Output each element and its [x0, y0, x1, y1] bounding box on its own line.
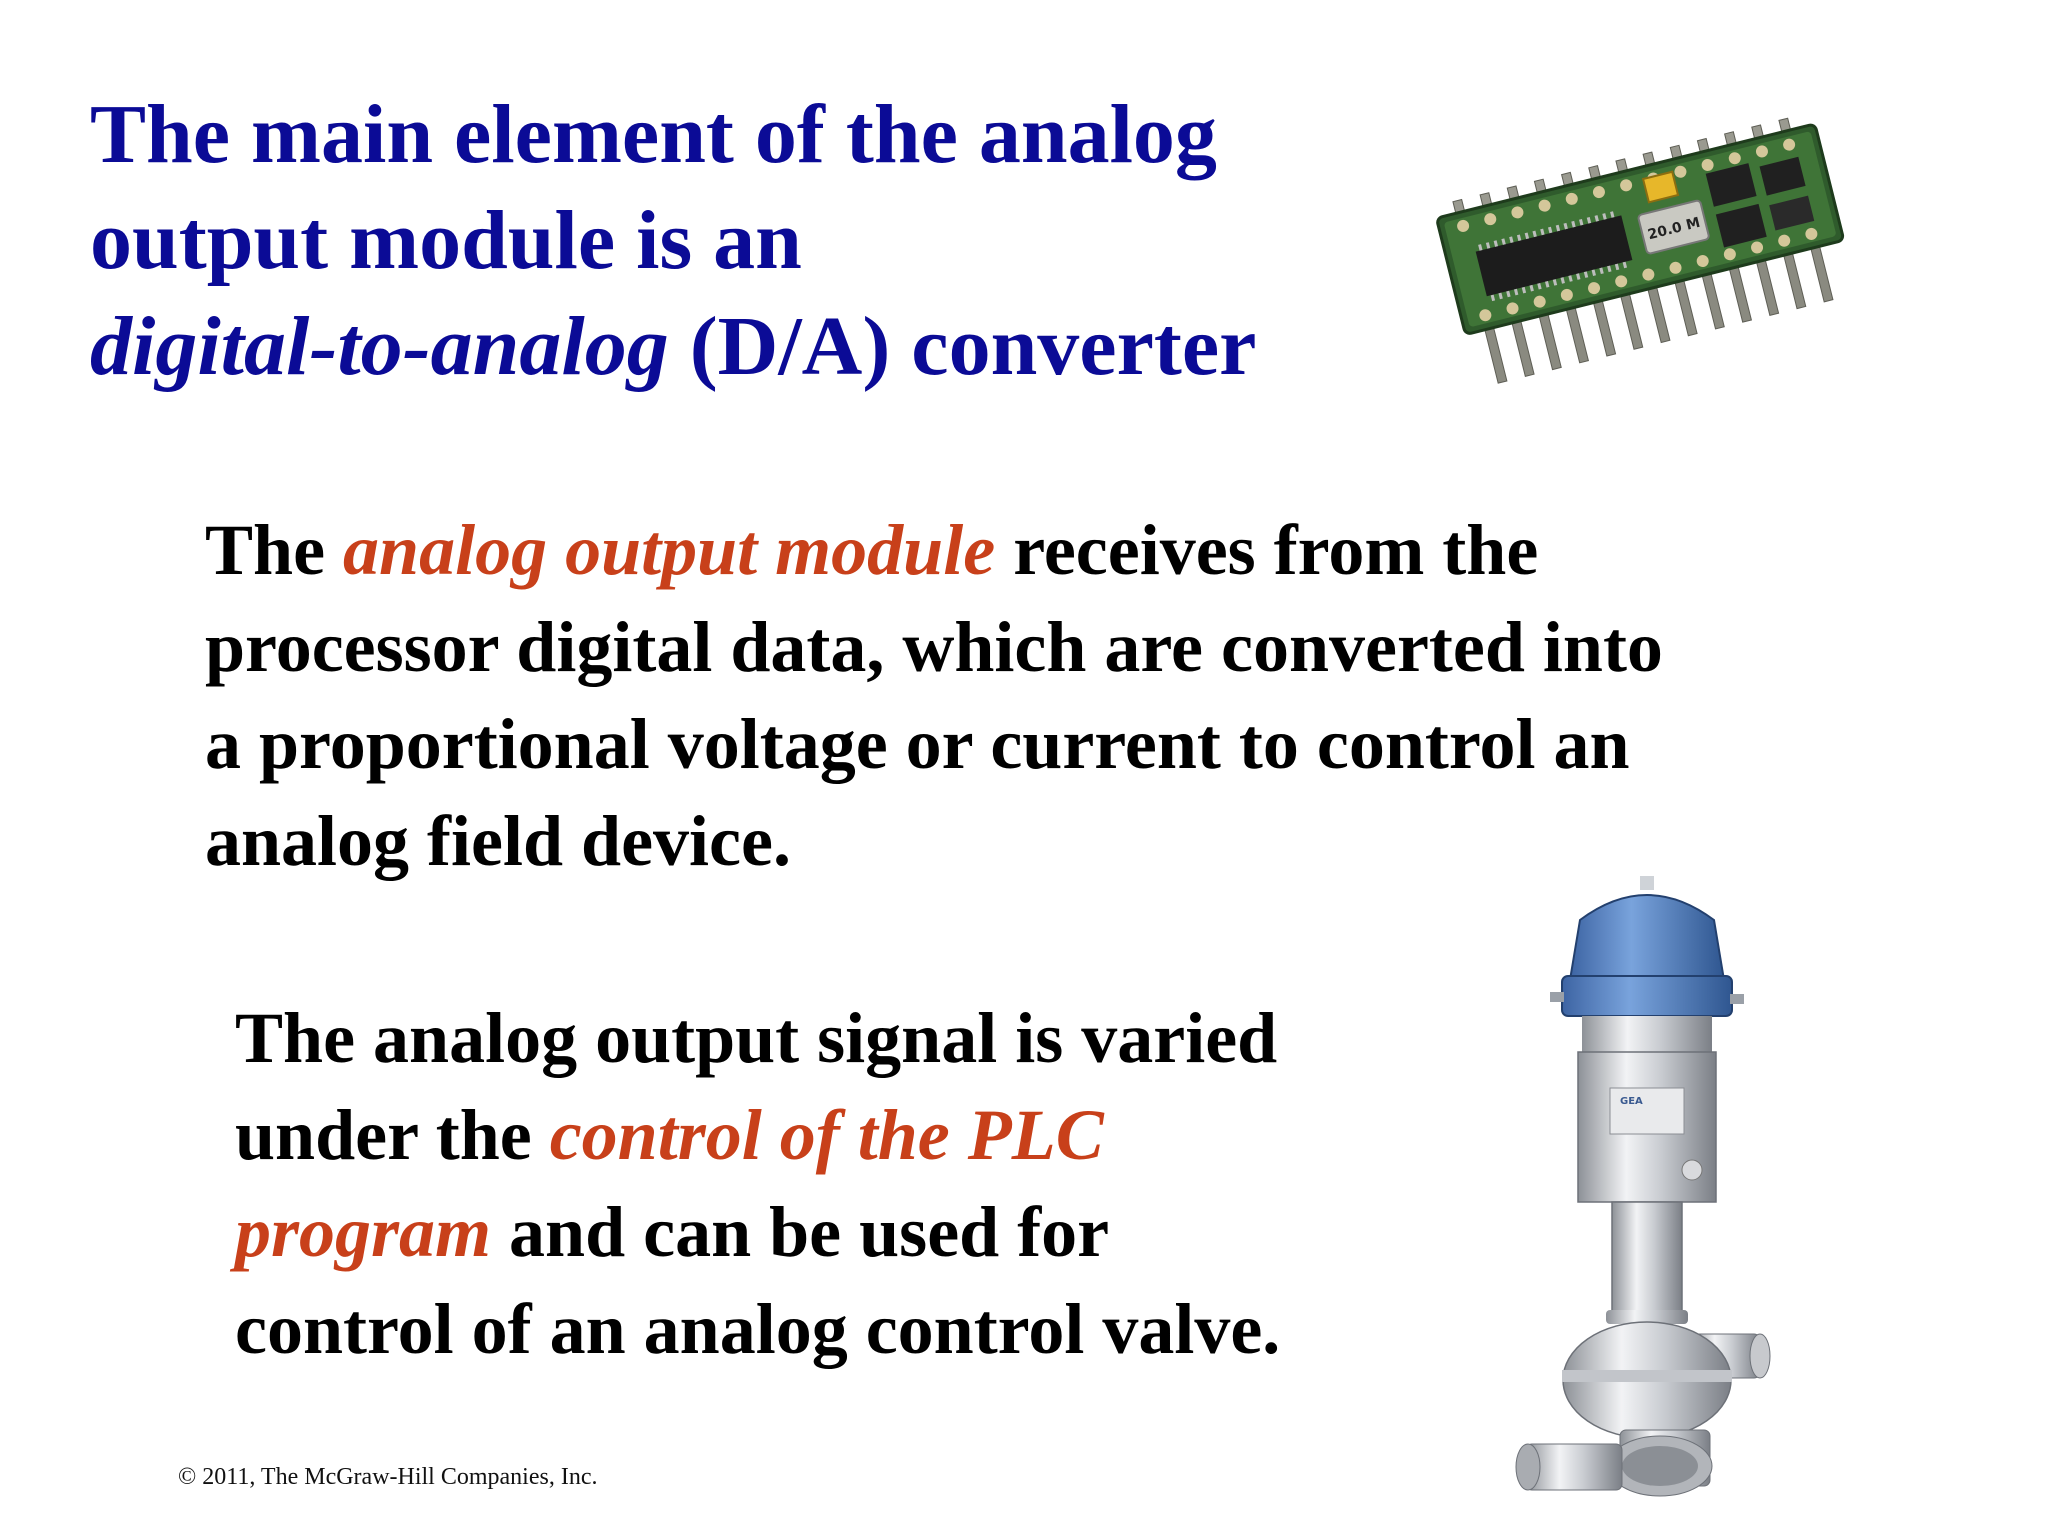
paragraph2-line-2: under the control of the PLC — [235, 1087, 1485, 1184]
title-line-2: output module is an — [90, 194, 802, 287]
paragraph2-accent-term-cont: program — [235, 1192, 492, 1272]
paragraph-analog-output-signal: The analog output signal is varied under… — [235, 990, 1485, 1378]
paragraph2-accent-term: control of the PLC — [549, 1095, 1104, 1175]
title-line-3-rest: (D/A) converter — [668, 300, 1257, 393]
paragraph-analog-output-module: The analog output module receives from t… — [205, 502, 1905, 890]
slide-title: The main element of the analog output mo… — [90, 82, 1390, 400]
paragraph1-line-1: The analog output module receives from t… — [205, 502, 1905, 599]
title-italic-term: digital-to-analog — [90, 300, 669, 393]
paragraph1-line-2: processor digital data, which are conver… — [205, 607, 1663, 687]
paragraph2-line-3: program and can be used for — [235, 1184, 1485, 1281]
paragraph2-line-2-prefix: under the — [235, 1095, 550, 1175]
title-line-1: The main element of the analog — [90, 88, 1217, 181]
paragraph1-accent-term: analog output module — [343, 510, 996, 590]
paragraph2-line-1: The analog output signal is varied — [235, 998, 1278, 1078]
valve-label: GEA — [1620, 1096, 1643, 1107]
paragraph2-line-4: control of an analog control valve. — [235, 1289, 1281, 1369]
dac-circuit-board-image: 20.0 M — [1436, 117, 1845, 384]
paragraph1-prefix: The — [205, 510, 344, 590]
copyright-notice: © 2011, The McGraw-Hill Companies, Inc. — [178, 1464, 598, 1490]
paragraph1-line-3: a proportional voltage or current to con… — [205, 704, 1630, 784]
control-valve-image: GEA — [1515, 876, 1771, 1497]
title-line-3: digital-to-analog (D/A) converter — [90, 294, 1390, 400]
paragraph1-line-1-rest: receives from the — [995, 510, 1539, 590]
paragraph2-line-3-rest: and can be used for — [491, 1192, 1110, 1272]
paragraph1-line-4: analog field device. — [205, 801, 791, 881]
